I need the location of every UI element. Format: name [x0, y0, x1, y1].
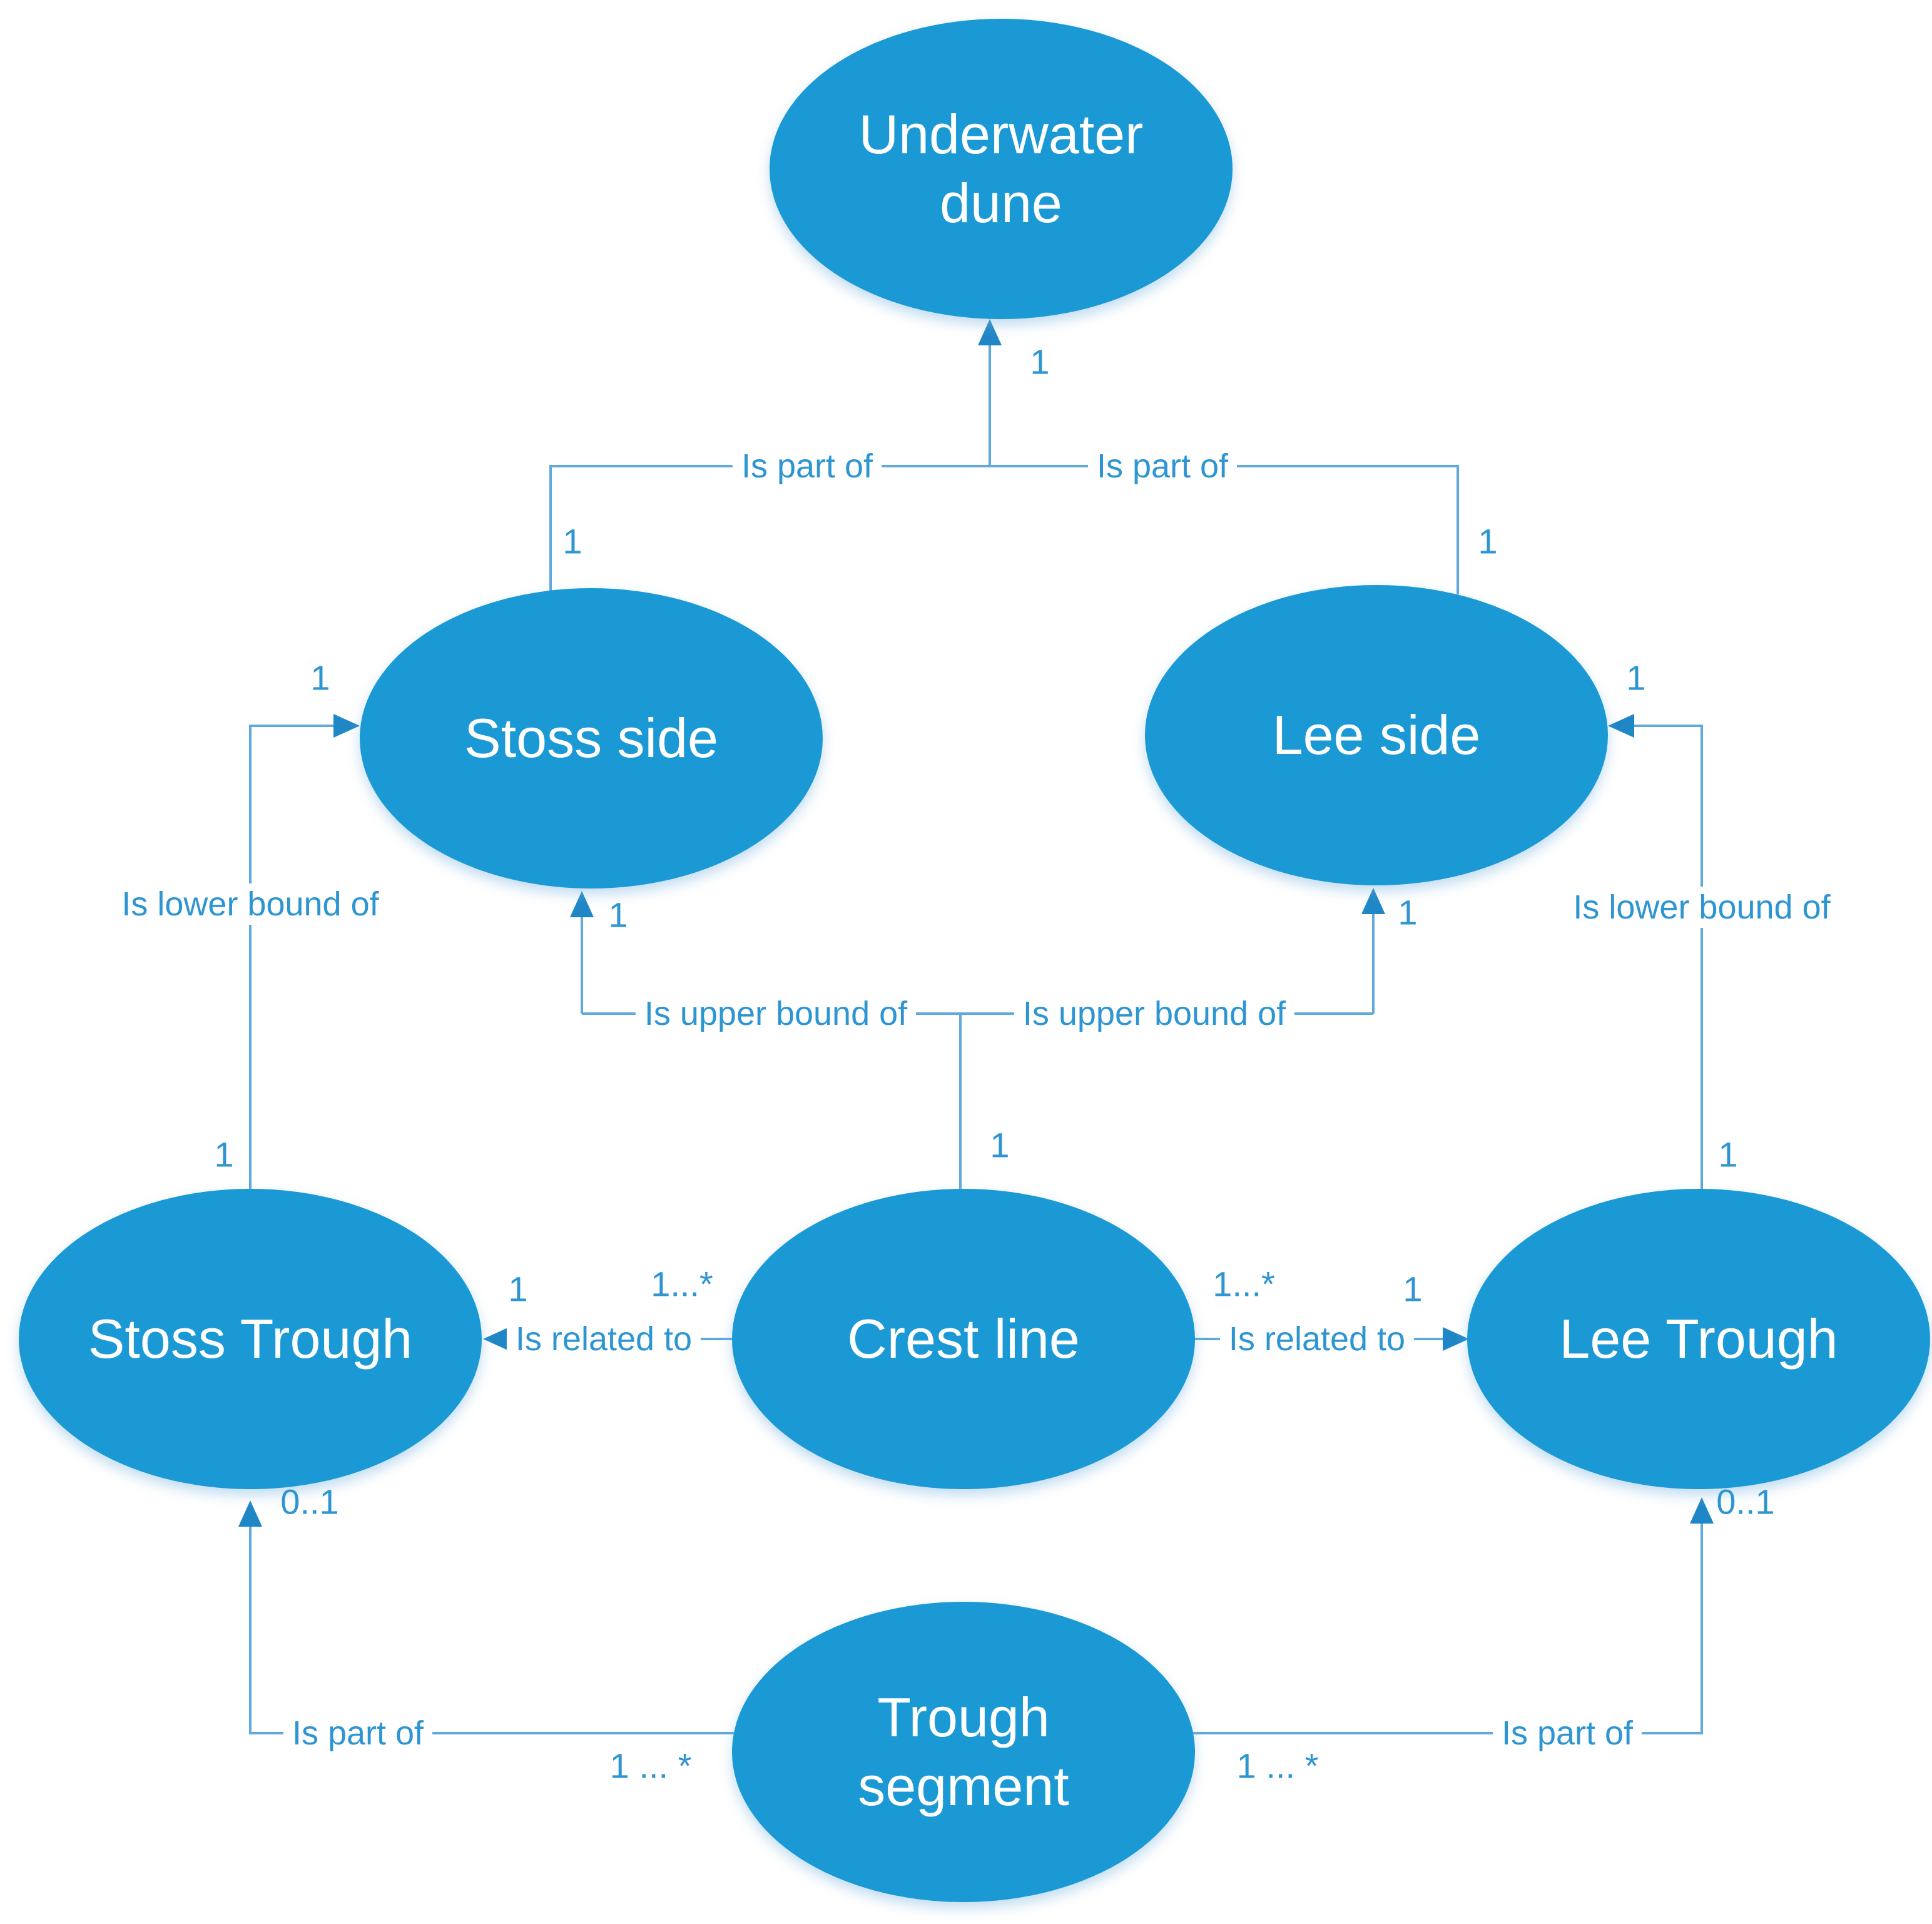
cardinality-related-at-lee-trough: 1 — [1403, 1269, 1423, 1309]
edge-segment-part-of-stoss-trough — [238, 1500, 734, 1734]
edge-label-is-lower-bound-left: Is lower bound of — [113, 883, 388, 925]
node-stoss-side: Stoss side — [360, 588, 823, 888]
arrowhead-right-into-lee-trough — [1443, 1327, 1469, 1351]
edge-label-is-part-of-bottom-left: Is part of — [283, 1713, 433, 1754]
cardinality-dune-end: 1 — [1030, 342, 1050, 382]
cardinality-segment-right: 1 ... * — [1236, 1746, 1319, 1786]
edge-label-is-related-to-right: Is related to — [1219, 1318, 1415, 1360]
cardinality-lower-bound-at-lee-trough: 1 — [1718, 1134, 1738, 1174]
node-underwater-dune: Underwater dune — [770, 19, 1233, 319]
edge-lee-trough-lower-bound — [1608, 714, 1703, 1189]
node-label-underwater-dune: Underwater dune — [858, 103, 1144, 234]
node-label-lee-trough: Lee Trough — [1559, 1308, 1838, 1370]
node-label-lee-side: Lee side — [1272, 704, 1481, 766]
arrowhead-left-into-stoss-trough — [483, 1327, 509, 1351]
edge-segment-part-of-lee-trough — [1193, 1497, 1714, 1734]
cardinality-segment-at-stoss-trough: 0..1 — [280, 1482, 339, 1522]
node-label-trough-segment: Trough segment — [858, 1686, 1069, 1817]
cardinality-related-at-stoss-trough: 1 — [508, 1269, 528, 1309]
arrowhead-up-into-lee-trough — [1690, 1497, 1714, 1524]
node-lee-side: Lee side — [1145, 585, 1608, 885]
cardinality-upper-bound-at-stoss-side: 1 — [608, 895, 628, 935]
edge-label-is-part-of-bottom-right: Is part of — [1492, 1713, 1642, 1754]
edge-label-is-part-of-stoss-side: Is part of — [732, 445, 882, 487]
cardinality-lower-bound-at-lee-side: 1 — [1626, 658, 1646, 698]
arrowhead-left-into-lee-side — [1608, 714, 1634, 738]
edge-label-is-related-to-left: Is related to — [506, 1318, 701, 1360]
arrowhead-up-into-lee-side — [1361, 888, 1385, 914]
cardinality-lee-side-part-of: 1 — [1478, 521, 1498, 561]
cardinality-segment-at-lee-trough: 0..1 — [1716, 1482, 1775, 1522]
cardinality-stoss-side-part-of: 1 — [562, 521, 582, 561]
arrowhead-up-into-stoss-trough — [238, 1500, 262, 1527]
arrowhead-right-into-stoss-side — [333, 714, 360, 738]
edge-label-is-upper-bound-right: Is upper bound of — [1014, 993, 1295, 1034]
arrowhead-up-into-dune — [978, 319, 1002, 345]
node-label-crest-line: Crest line — [847, 1308, 1080, 1370]
node-stoss-trough: Stoss Trough — [19, 1189, 482, 1489]
edge-label-is-part-of-lee-side: Is part of — [1087, 445, 1238, 487]
node-label-stoss-side: Stoss side — [464, 707, 718, 769]
cardinality-upper-bound-at-crest: 1 — [990, 1125, 1010, 1165]
arrowhead-up-into-stoss-side — [570, 891, 594, 917]
node-crest-line: Crest line — [732, 1189, 1195, 1489]
edge-label-is-upper-bound-left: Is upper bound of — [635, 993, 917, 1034]
cardinality-related-crest-left: 1...* — [651, 1264, 713, 1304]
edge-crest-is-upper-bound — [570, 888, 1385, 1189]
node-label-stoss-trough: Stoss Trough — [88, 1308, 413, 1370]
cardinality-lower-bound-at-stoss-side: 1 — [310, 658, 330, 698]
edge-label-is-lower-bound-right: Is lower bound of — [1564, 887, 1839, 928]
node-trough-segment: Trough segment — [732, 1602, 1195, 1902]
node-lee-trough: Lee Trough — [1467, 1189, 1930, 1489]
edge-stoss-trough-lower-bound — [249, 714, 360, 1189]
edge-sides-is-part-of-dune — [549, 319, 1459, 594]
cardinality-lower-bound-at-stoss-trough: 1 — [214, 1134, 234, 1174]
cardinality-segment-left: 1 ... * — [609, 1746, 692, 1786]
cardinality-related-crest-right: 1...* — [1213, 1264, 1275, 1304]
cardinality-upper-bound-at-lee-side: 1 — [1398, 892, 1418, 932]
